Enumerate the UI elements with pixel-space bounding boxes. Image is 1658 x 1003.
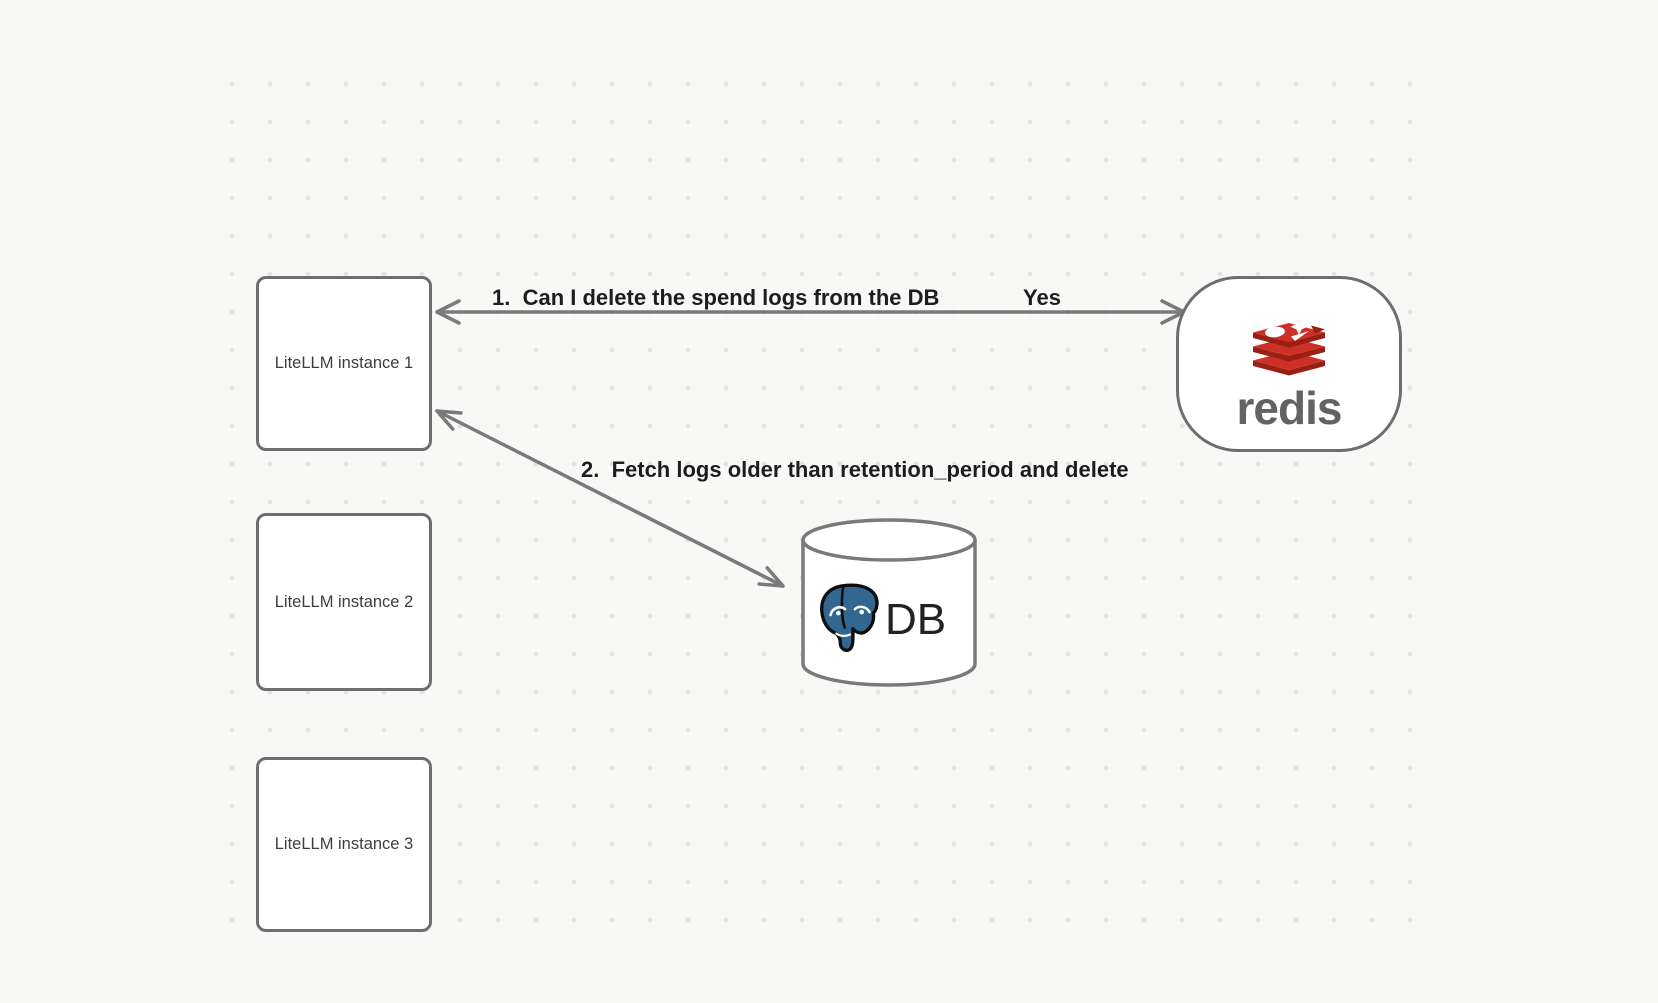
edge1-answer-label: Yes (1023, 285, 1061, 310)
litellm-instance-1-label: LiteLLM instance 1 (274, 354, 414, 372)
redis-wordmark: redis (1236, 382, 1343, 434)
redis-node: redis (1176, 276, 1402, 452)
edge2-arrow (435, 409, 785, 588)
edge1-question-label: 1. Can I delete the spend logs from the … (492, 285, 940, 310)
edge2-label: 2. Fetch logs older than retention_perio… (581, 457, 1129, 482)
database-node: DB (799, 516, 979, 688)
litellm-instance-2-label: LiteLLM instance 2 (274, 592, 414, 611)
postgresql-elephant-icon (813, 580, 887, 659)
litellm-instance-3-label: LiteLLM instance 3 (274, 835, 414, 853)
litellm-instance-1-node: LiteLLM instance 1 (256, 276, 432, 451)
litellm-instance-2-node: LiteLLM instance 2 (256, 513, 432, 691)
litellm-instance-3-node: LiteLLM instance 3 (256, 757, 432, 932)
database-label: DB (885, 594, 947, 644)
redis-logo-icon (1247, 316, 1331, 387)
